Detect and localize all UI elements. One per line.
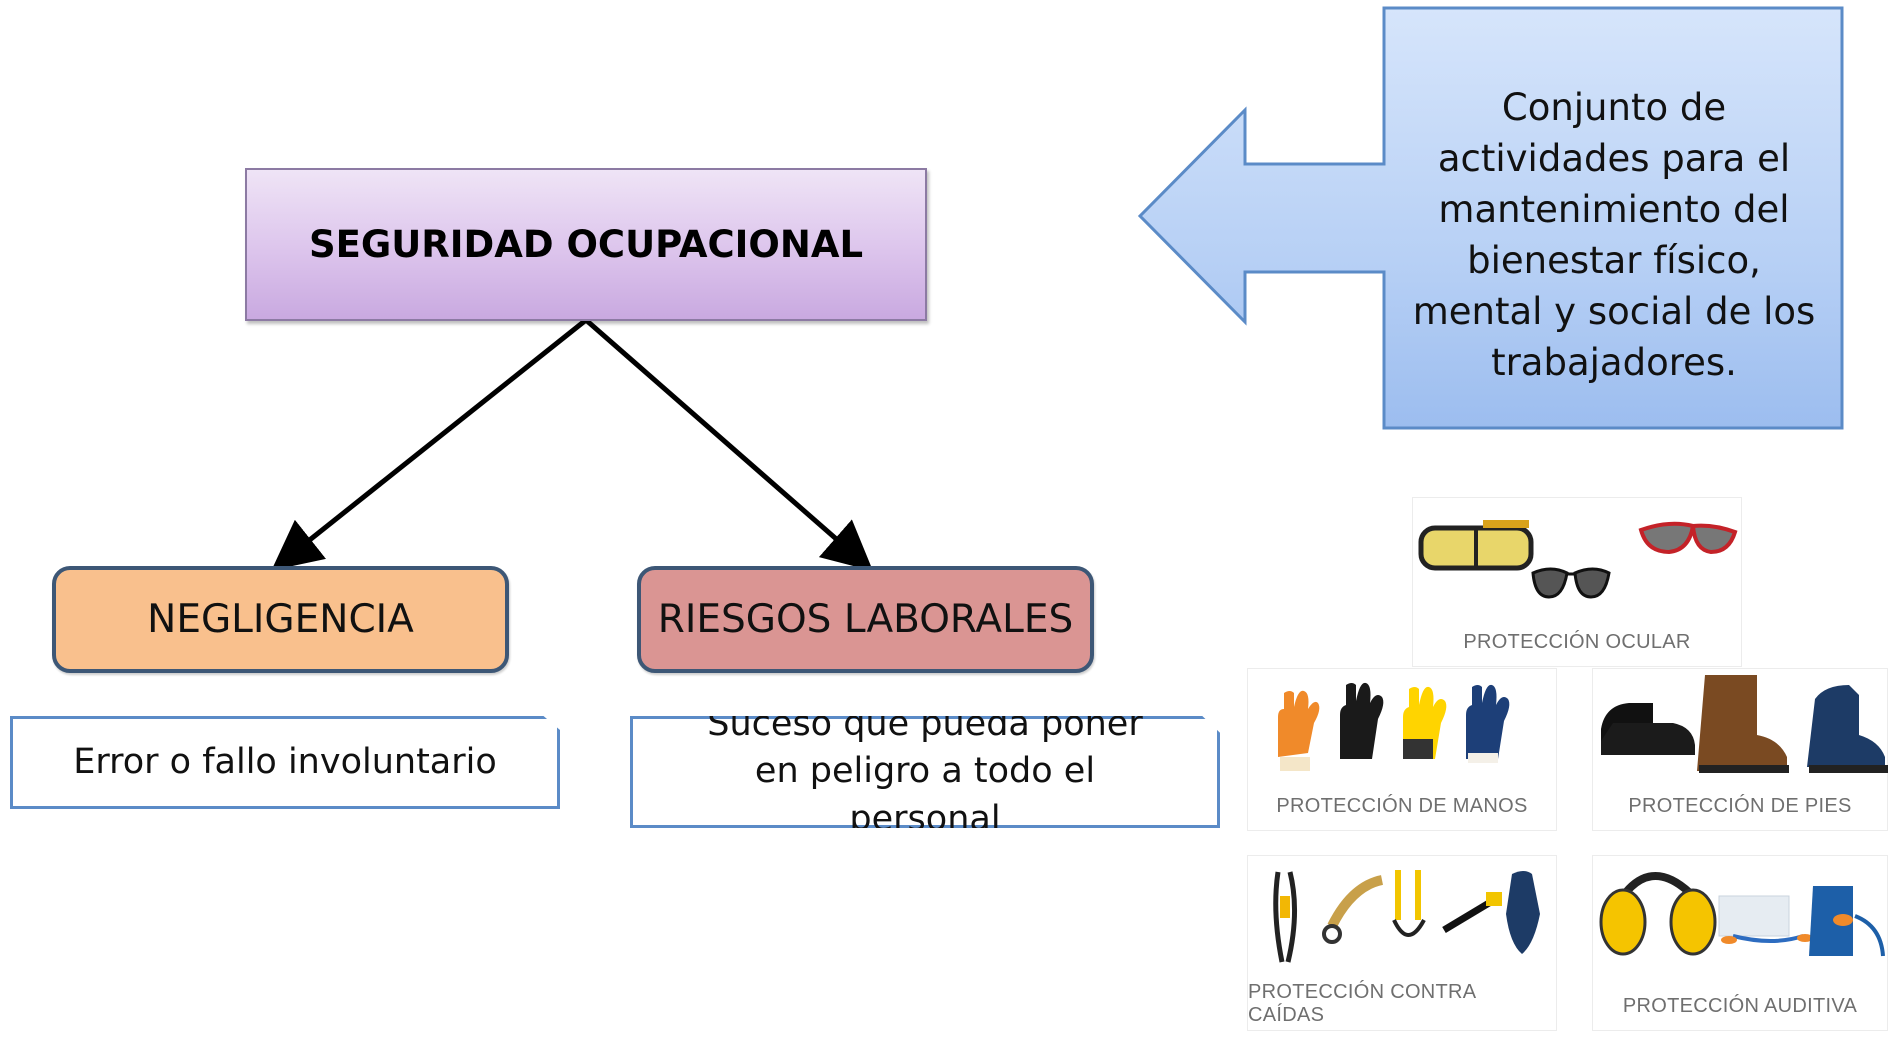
main-title: SEGURIDAD OCUPACIONAL xyxy=(308,223,864,266)
arrow-to-negligencia xyxy=(271,318,588,571)
riesgos-label: RIESGOS LABORALES xyxy=(657,597,1074,642)
safety-glasses-image xyxy=(1413,498,1741,631)
ppe-label-auditiva: PROTECCIÓN AUDITIVA xyxy=(1622,995,1858,1017)
negligencia-description: Error o fallo involuntario xyxy=(73,741,497,782)
ppe-card-auditiva[interactable]: PROTECCIÓN AUDITIVA xyxy=(1592,855,1888,1031)
fall-protection-image xyxy=(1248,856,1556,981)
riesgos-description-box: Suceso que pueda poner en peligro a todo… xyxy=(630,716,1220,828)
negligencia-box: NEGLIGENCIA xyxy=(52,566,509,673)
callout-text: Conjunto de actividades para el mantenim… xyxy=(1412,85,1816,385)
safety-boots-image xyxy=(1593,669,1888,795)
ppe-card-ocular[interactable]: PROTECCIÓN OCULAR xyxy=(1412,497,1742,667)
ppe-card-manos[interactable]: PROTECCIÓN DE MANOS xyxy=(1247,668,1557,831)
riesgos-box: RIESGOS LABORALES xyxy=(637,566,1094,673)
negligencia-label: NEGLIGENCIA xyxy=(147,597,414,642)
hearing-protection-image xyxy=(1593,856,1887,995)
arrow-to-riesgos xyxy=(584,318,874,572)
callout-text-area: Conjunto de actividades para el mantenim… xyxy=(1398,86,1830,384)
main-title-box: SEGURIDAD OCUPACIONAL xyxy=(245,168,927,321)
gloves-image xyxy=(1248,669,1556,795)
ppe-label-pies: PROTECCIÓN DE PIES xyxy=(1628,795,1852,817)
riesgos-description: Suceso que pueda poner en peligro a todo… xyxy=(707,704,1143,839)
ppe-card-pies[interactable]: PROTECCIÓN DE PIES xyxy=(1592,668,1888,831)
ppe-card-caidas[interactable]: PROTECCIÓN CONTRA CAÍDAS xyxy=(1247,855,1557,1031)
ppe-label-caidas: PROTECCIÓN CONTRA CAÍDAS xyxy=(1248,981,1476,1026)
ppe-label-ocular: PROTECCIÓN OCULAR xyxy=(1463,631,1691,653)
ppe-label-manos: PROTECCIÓN DE MANOS xyxy=(1276,795,1528,817)
callout-arrow-shape xyxy=(1137,6,1844,430)
negligencia-description-box: Error o fallo involuntario xyxy=(10,716,560,809)
